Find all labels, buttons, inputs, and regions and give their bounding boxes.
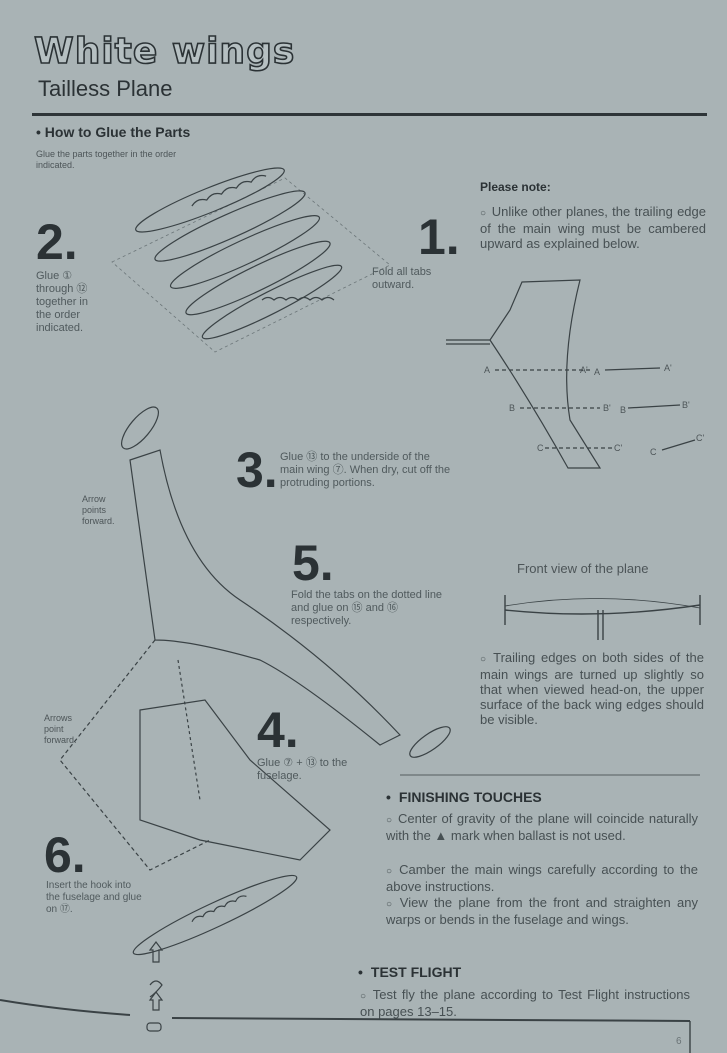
note-title: Please note:	[480, 180, 551, 194]
label-c-prime: C'	[614, 443, 623, 453]
label-b-prime-right: B'	[682, 400, 690, 410]
finishing-item-3: ○View the plane from the front and strai…	[386, 895, 699, 927]
label-b-prime: B'	[603, 403, 611, 413]
arrow-note-1: Arrow points forward.	[82, 494, 115, 526]
step-6-text: Insert the hook into the fuselage and gl…	[46, 880, 142, 915]
step-3-number: 3.	[236, 442, 278, 498]
glue-heading: • How to Glue the Parts	[36, 124, 191, 140]
bullet-icon: •	[386, 789, 391, 805]
step-1-number: 1.	[418, 209, 460, 265]
label-a-prime: A'	[580, 365, 588, 375]
bullet-icon: •	[358, 964, 363, 980]
finishing-item-2: ○Camber the main wings carefully accordi…	[386, 862, 698, 894]
label-a: A	[484, 365, 491, 375]
step-1-text: Fold all tabs outward.	[372, 266, 432, 291]
front-view-text: ○Trailing edges on both sides of the mai…	[480, 650, 704, 727]
test-flight-heading: •TEST FLIGHT	[358, 964, 462, 980]
circle-bullet-icon: ○	[386, 899, 395, 910]
glue-intro: Glue the parts together in the order ind…	[36, 149, 177, 170]
bullet-icon: •	[36, 124, 45, 140]
label-a-prime-right: A'	[664, 363, 672, 373]
step-4-number: 4.	[257, 702, 299, 758]
step-2-number: 2.	[36, 214, 78, 270]
circle-bullet-icon: ○	[480, 208, 487, 219]
note-text: ○Unlike other planes, the trailing edge …	[480, 204, 706, 251]
label-b: B	[509, 403, 516, 413]
label-b-right: B	[620, 405, 627, 415]
label-c-right: C	[650, 447, 657, 457]
circle-bullet-icon: ○	[386, 815, 393, 826]
label-c: C	[537, 443, 544, 453]
logo-title: White wings	[33, 31, 296, 72]
label-c-prime-right: C'	[696, 433, 705, 443]
circle-bullet-icon: ○	[360, 991, 368, 1002]
test-flight-text: ○Test fly the plane according to Test Fl…	[360, 987, 690, 1019]
step-4-text: Glue ⑦ + ⑬ to the fuselage.	[257, 757, 348, 782]
finishing-item-1: ○Center of gravity of the plane will coi…	[386, 811, 698, 843]
label-a-right: A	[594, 367, 601, 377]
circle-bullet-icon: ○	[386, 866, 395, 877]
page-subtitle: Tailless Plane	[38, 76, 173, 101]
step-5-number: 5.	[292, 535, 334, 591]
arrow-note-2: Arrows point forward.	[44, 713, 77, 745]
circle-bullet-icon: ○	[480, 654, 489, 665]
step-6-number: 6.	[44, 827, 86, 883]
front-view-caption: Front view of the plane	[517, 561, 649, 576]
step-3-text: Glue ⑬ to the underside of the main wing…	[280, 451, 451, 489]
finishing-heading: •FINISHING TOUCHES	[386, 789, 542, 805]
page-number: 6	[676, 1036, 682, 1047]
step-2-text: Glue ① through ⑫ together in the order i…	[36, 270, 88, 334]
step-5-text: Fold the tabs on the dotted line and glu…	[291, 589, 443, 627]
header-rule	[32, 113, 707, 116]
